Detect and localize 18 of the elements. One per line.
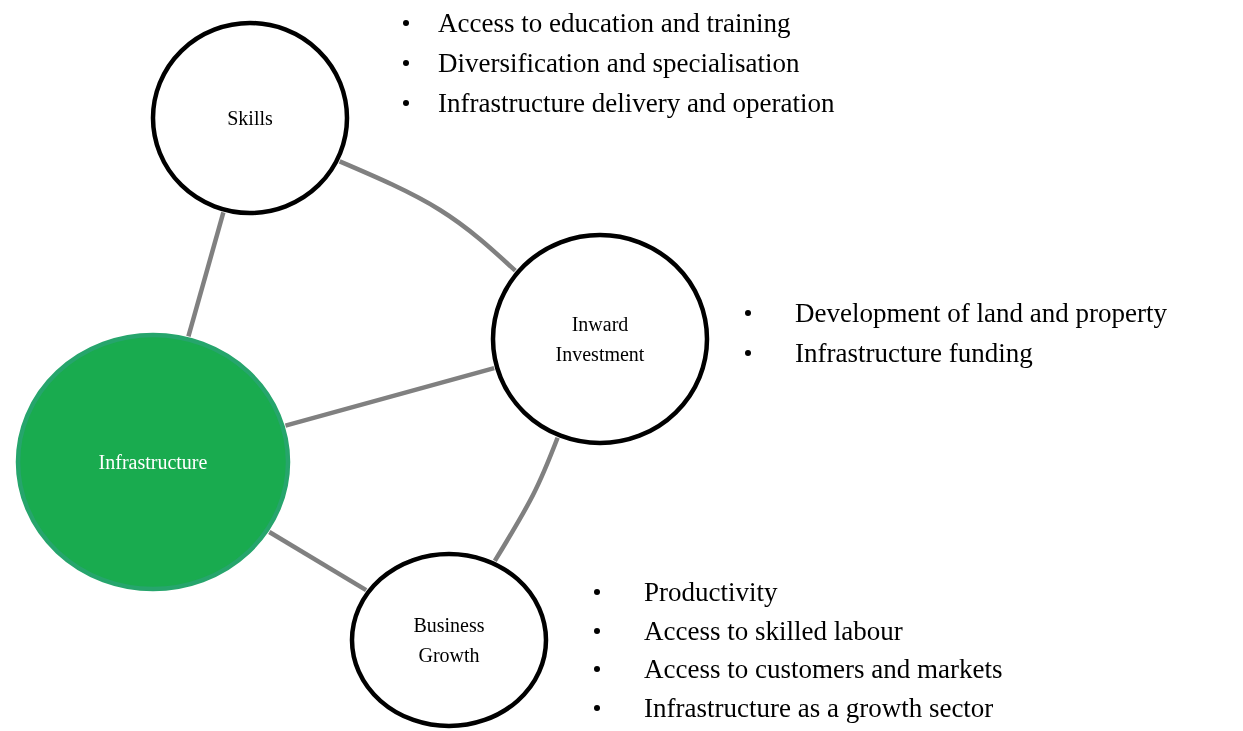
circle-label: Inward Investment: [554, 312, 646, 367]
bullet-item: Development of land and property: [742, 293, 1167, 333]
bullet-item: Infrastructure delivery and operation: [400, 83, 835, 123]
bullet-item: Infrastructure as a growth sector: [591, 688, 1003, 727]
bullet-item: Diversification and specialisation: [400, 43, 835, 83]
connector-line: [268, 530, 368, 593]
bullet-item: Access to skilled labour: [591, 611, 1003, 650]
bullet-item: Infrastructure funding: [742, 333, 1167, 373]
bullet-item: Productivity: [591, 573, 1003, 612]
connector-line: [284, 365, 495, 428]
connector-line: [186, 211, 226, 337]
connector-line: [338, 159, 517, 273]
circle-label: Infrastructure: [97, 450, 209, 475]
connector-line: [492, 436, 560, 563]
bullet-item: Access to education and training: [400, 3, 835, 43]
bullet-item: Access to customers and markets: [591, 650, 1003, 689]
circle-label: Skills: [226, 106, 274, 131]
circle-label: Business Growth: [412, 613, 486, 668]
